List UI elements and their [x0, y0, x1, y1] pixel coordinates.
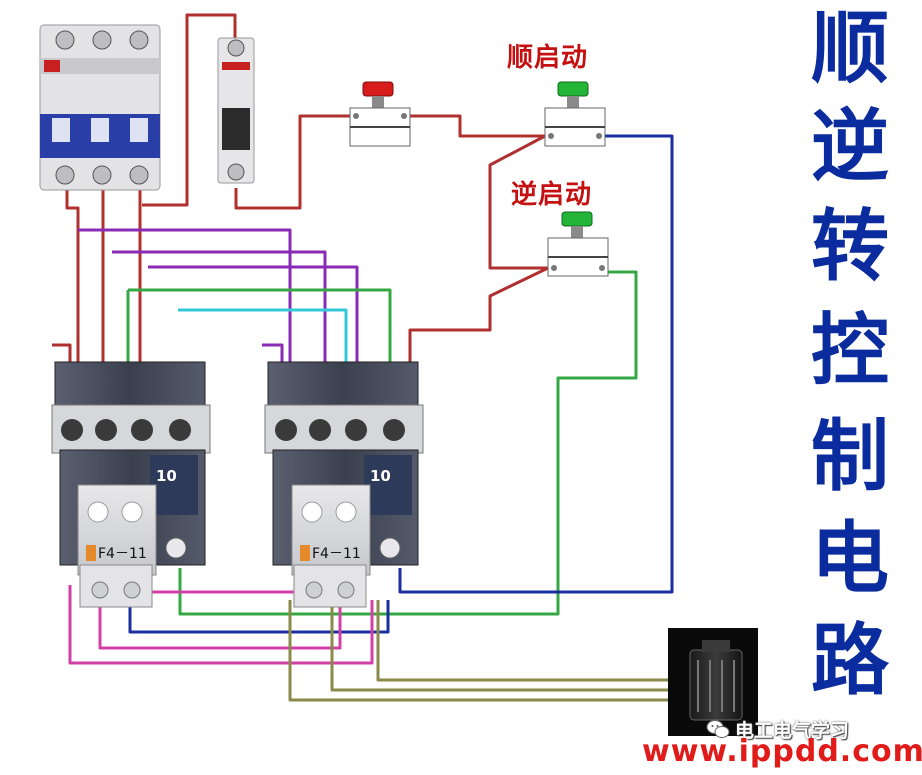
vertical-title: 顺 逆 转 控 制 电 路: [790, 0, 922, 720]
forward-start-button: [544, 81, 606, 147]
title-char-6: 电: [810, 514, 889, 604]
stop-button: [349, 81, 411, 147]
reverse-start-button: [547, 211, 609, 277]
title-char-2: 逆: [810, 102, 889, 192]
wire-olive-1: [288, 600, 690, 702]
title-char-5: 制: [810, 412, 889, 502]
title-char-3: 转: [810, 202, 889, 292]
reverse-start-label: 逆启动: [511, 180, 593, 210]
wire-magenta-2: [148, 568, 302, 594]
contactor-left-relay: F4－11: [98, 546, 147, 562]
contactor-right-number: 10: [370, 467, 391, 485]
wire-purple-2: [112, 250, 327, 412]
wire-olive-3: [376, 600, 690, 682]
wire-olive-2: [330, 600, 690, 692]
contactor-right-relay: F4－11: [312, 546, 361, 562]
wire-red-stop-to-forward: [410, 114, 545, 138]
wire-red-reverse-out: [408, 266, 549, 365]
motor-icon: [668, 628, 758, 736]
title-char-4: 控: [810, 306, 889, 396]
wire-magenta-3: [98, 600, 342, 650]
wire-blue-forward: [398, 134, 674, 594]
wire-red-breaker-l1: [65, 188, 80, 410]
wire-blue-bottom: [128, 600, 390, 634]
wechat-icon: [706, 720, 730, 738]
wire-red-forward-drop: [488, 134, 548, 270]
contactor-left: [51, 361, 211, 608]
title-char-7: 路: [810, 616, 889, 706]
watermark-account: 电工电气学习: [735, 720, 850, 742]
wire-red-feed-top: [142, 13, 237, 207]
control-fuse: [217, 37, 255, 184]
wire-purple-1: [78, 228, 292, 412]
contactor-left-number: 10: [156, 467, 177, 485]
wire-green-right: [178, 270, 638, 616]
contactor-right: [264, 361, 424, 608]
main-breaker: [39, 24, 161, 191]
forward-start-label: 顺启动: [507, 43, 589, 73]
title-char-1: 顺: [810, 4, 889, 94]
watermark-site: www.ippdd.com: [642, 734, 922, 769]
wire-red-fuse-to-stop: [234, 114, 352, 210]
wire-magenta-1: [68, 585, 374, 665]
